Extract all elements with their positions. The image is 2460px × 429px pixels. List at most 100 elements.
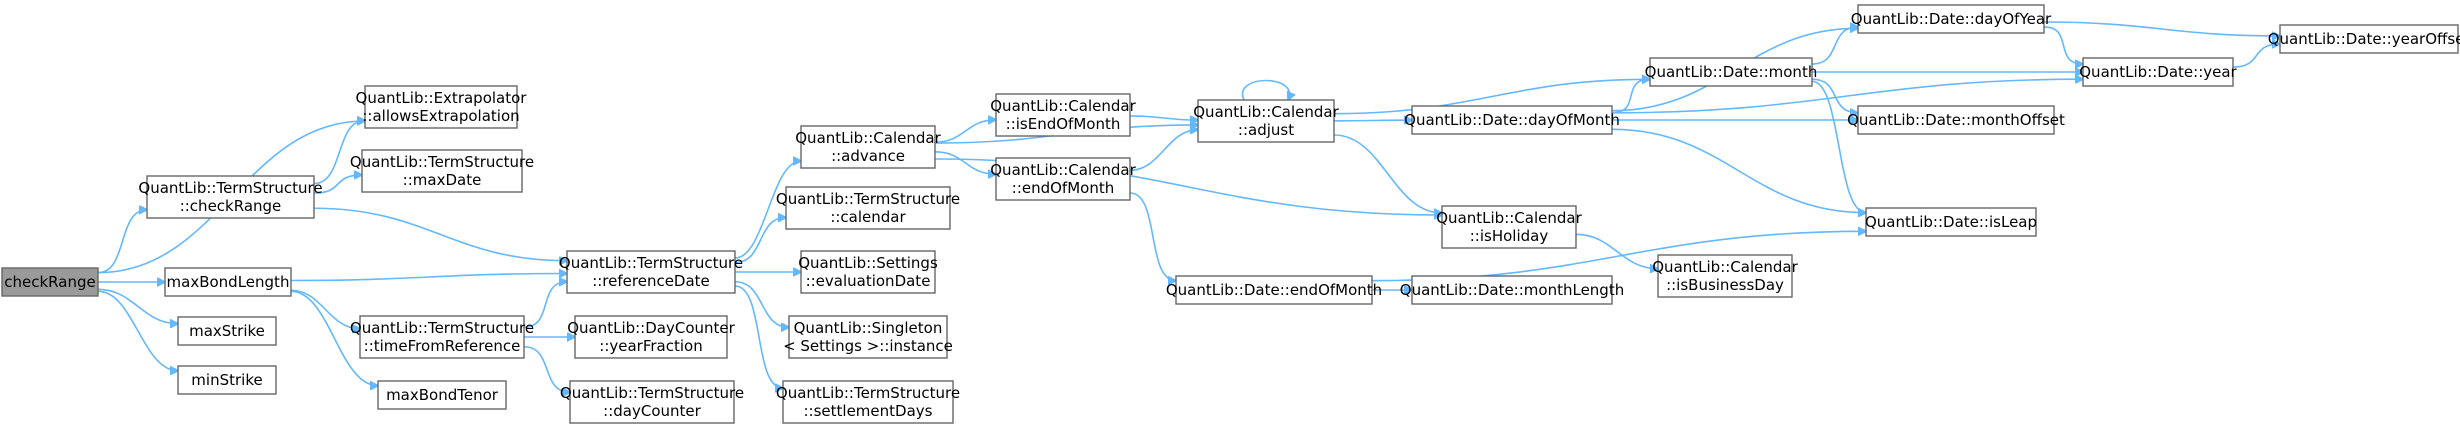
node-ts-settlementdays[interactable]: QuantLib::TermStructure::settlementDays (776, 380, 960, 424)
edge-ts-timefromreference-to-ts-referencedate (523, 282, 567, 329)
node-box (1657, 254, 1793, 298)
node-ts-checkrange[interactable]: QuantLib::TermStructure::checkRange (138, 175, 323, 219)
node-label: < Settings >::instance (783, 337, 953, 355)
node-box (1197, 99, 1335, 143)
node-cal-isendofmonth[interactable]: QuantLib::Calendar::isEndOfMonth (990, 93, 1137, 137)
node-label: QuantLib::Calendar (1193, 103, 1339, 121)
node-label: QuantLib::Calendar (990, 161, 1136, 179)
edge-maxbondlength-to-maxbondtenor (290, 290, 378, 385)
node-label: QuantLib::Date::year (2079, 63, 2237, 81)
node-label: QuantLib::Settings (798, 254, 938, 272)
edge-cal-adjust-to-date-dayofmonth (1333, 120, 1412, 121)
node-date-year[interactable]: QuantLib::Date::year (2079, 57, 2238, 87)
node-label: QuantLib::Date::yearOffset (2268, 30, 2460, 48)
node-date-monthlength[interactable]: QuantLib::Date::monthLength (1400, 275, 1624, 305)
node-ts-timefromreference[interactable]: QuantLib::TermStructure::timeFromReferen… (350, 315, 534, 359)
node-maxstrike[interactable]: maxStrike (177, 316, 277, 346)
node-box (1857, 4, 2045, 34)
node-cal-isbusinessday[interactable]: QuantLib::Calendar::isBusinessDay (1652, 254, 1799, 298)
node-dc-yearfraction[interactable]: QuantLib::DayCounter::yearFraction (567, 315, 736, 359)
node-label: ::checkRange (180, 197, 282, 215)
node-label: QuantLib::Date::month (1645, 63, 1818, 81)
node-box (566, 250, 736, 294)
node-cal-isholiday[interactable]: QuantLib::Calendar::isHoliday (1436, 205, 1583, 249)
edge-ts-referencedate-to-ts-calendar (734, 218, 786, 264)
node-label: QuantLib::TermStructure (776, 190, 960, 208)
node-box (177, 316, 277, 346)
node-date-isleap[interactable]: QuantLib::Date::isLeap (1865, 207, 2037, 237)
edge-maxbondlength-to-ts-referencedate (290, 274, 567, 282)
node-box (800, 125, 936, 169)
node-box (364, 85, 518, 129)
node-maxbondtenor[interactable]: maxBondTenor (377, 380, 507, 410)
node-label: ::isBusinessDay (1666, 276, 1784, 294)
node-checkrange[interactable]: checkRange (1, 267, 99, 297)
edge-ts-checkrange-to-ts-referencedate (313, 207, 567, 261)
node-label: maxBondLength (167, 273, 290, 291)
node-ts-daycounter[interactable]: QuantLib::TermStructure::dayCounter (560, 380, 744, 424)
node-cal-advance[interactable]: QuantLib::Calendar::advance (795, 125, 942, 169)
node-box (359, 315, 525, 359)
node-ts-maxdate[interactable]: QuantLib::TermStructure::maxDate (350, 149, 534, 193)
node-label: QuantLib::Date::dayOfMonth (1404, 111, 1620, 129)
node-label: ::endOfMonth (1012, 179, 1114, 197)
node-settings-evaluationdate[interactable]: QuantLib::Settings::evaluationDate (798, 250, 938, 294)
edge-ts-referencedate-to-cal-advance (734, 161, 801, 259)
edge-date-dayofmonth-to-date-isleap (1611, 128, 1866, 212)
node-label: QuantLib::Calendar (1436, 209, 1582, 227)
node-ts-calendar[interactable]: QuantLib::TermStructure::calendar (776, 186, 960, 230)
node-label: ::advance (831, 147, 905, 165)
edge-ts-referencedate-to-singleton-instance (734, 280, 789, 328)
node-box (800, 250, 936, 294)
node-date-dayofyear[interactable]: QuantLib::Date::dayOfYear (1851, 4, 2052, 34)
node-box (1865, 207, 2037, 237)
edge-checkrange-to-maxstrike (97, 288, 178, 323)
node-box (377, 380, 507, 410)
node-minstrike[interactable]: minStrike (177, 365, 277, 395)
node-box (569, 380, 735, 424)
edge-cal-endofmonth-to-date-endofmonth (1129, 192, 1176, 281)
node-label: ::timeFromReference (364, 337, 521, 355)
node-date-yearoffset[interactable]: QuantLib::Date::yearOffset (2268, 24, 2460, 54)
edge-date-month-to-date-isleap (1811, 80, 1866, 212)
node-singleton-instance[interactable]: QuantLib::Singleton< Settings >::instanc… (783, 315, 953, 359)
node-allowsextrapolation[interactable]: QuantLib::Extrapolator::allowsExtrapolat… (356, 85, 528, 129)
edge-ts-referencedate-to-ts-settlementdays (734, 285, 783, 388)
node-label: checkRange (4, 273, 95, 291)
node-box (1, 267, 99, 297)
node-box (1649, 57, 1813, 87)
edge-date-dayofmonth-to-date-month (1611, 79, 1650, 114)
node-cal-endofmonth[interactable]: QuantLib::Calendar::endOfMonth (990, 157, 1137, 201)
node-date-month[interactable]: QuantLib::Date::month (1645, 57, 1818, 87)
node-box (1411, 275, 1613, 305)
edge-date-month-to-date-monthoffset (1811, 78, 1858, 113)
node-box (1411, 105, 1613, 135)
node-cal-adjust[interactable]: QuantLib::Calendar::adjust (1193, 99, 1340, 143)
node-label: ::calendar (830, 208, 906, 226)
edge-checkrange-to-ts-checkrange (97, 210, 147, 274)
node-label: QuantLib::TermStructure (776, 384, 960, 402)
node-label: ::referenceDate (592, 272, 710, 290)
node-box (995, 157, 1131, 201)
edge-maxbondlength-to-ts-timefromreference (290, 289, 360, 329)
node-label: ::dayCounter (603, 402, 701, 420)
node-box (146, 175, 315, 219)
node-label: QuantLib::Calendar (795, 129, 941, 147)
node-label: QuantLib::Calendar (990, 97, 1136, 115)
node-date-dayofmonth[interactable]: QuantLib::Date::dayOfMonth (1404, 105, 1620, 135)
edge-date-month-to-date-dayofyear (1811, 27, 1858, 65)
node-box (1857, 105, 2055, 135)
node-label: minStrike (191, 371, 262, 389)
nodes: checkRange QuantLib::Extrapolator::allows… (1, 4, 2460, 424)
node-maxbondlength[interactable]: maxBondLength (164, 267, 292, 297)
node-date-monthoffset[interactable]: QuantLib::Date::monthOffset (1847, 105, 2065, 135)
edge-cal-advance-to-cal-endofmonth (934, 151, 996, 174)
node-box (1441, 205, 1577, 249)
node-date-endofmonth[interactable]: QuantLib::Date::endOfMonth (1166, 275, 1382, 305)
edge-date-dayofyear-to-date-year (2043, 26, 2083, 64)
node-box (2279, 24, 2459, 54)
node-ts-referencedate[interactable]: QuantLib::TermStructure::referenceDate (559, 250, 743, 294)
node-label: QuantLib::TermStructure (138, 179, 322, 197)
node-box (177, 365, 277, 395)
